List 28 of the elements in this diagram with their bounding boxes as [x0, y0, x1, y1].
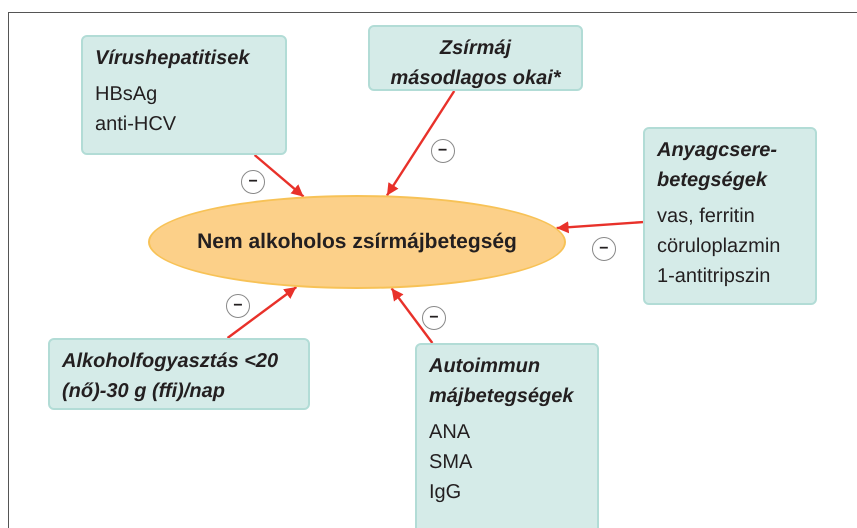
box-text: cöruloplazmin: [657, 234, 780, 259]
box-text: SMA: [429, 450, 472, 475]
box-heading: Alkoholfogyasztás <20 (nő)-30 g (ffi)/nap: [62, 349, 280, 404]
info-box: [643, 127, 817, 305]
box-text: ANA: [429, 420, 470, 445]
minus-sign: −: [241, 170, 266, 194]
info-box: [48, 338, 310, 410]
box-heading: Zsírmáj másodlagos okai*: [389, 36, 562, 91]
minus-sign: −: [226, 294, 250, 318]
box-text: HBsAg: [95, 82, 158, 107]
arrow: [226, 286, 298, 339]
box-text: vas, ferritin: [657, 204, 755, 229]
arrow: [254, 154, 304, 198]
info-box: [415, 343, 599, 528]
info-box: [81, 35, 287, 155]
minus-sign: −: [430, 139, 455, 164]
arrow: [556, 220, 644, 234]
box-heading: Autoimmun májbetegségek: [429, 354, 575, 409]
arrow: [386, 90, 456, 196]
box-heading: Vírushepatitisek: [95, 46, 250, 71]
box-text: IgG: [429, 480, 462, 505]
box-text: 1-antitripszin: [657, 264, 770, 289]
info-box: [368, 25, 583, 91]
minus-sign: −: [422, 306, 446, 330]
box-text: anti-HCV: [95, 112, 176, 137]
arrow: [390, 288, 434, 344]
node-title: Nem alkoholos zsírmájbetegség: [197, 229, 517, 256]
minus-sign: −: [592, 237, 616, 262]
